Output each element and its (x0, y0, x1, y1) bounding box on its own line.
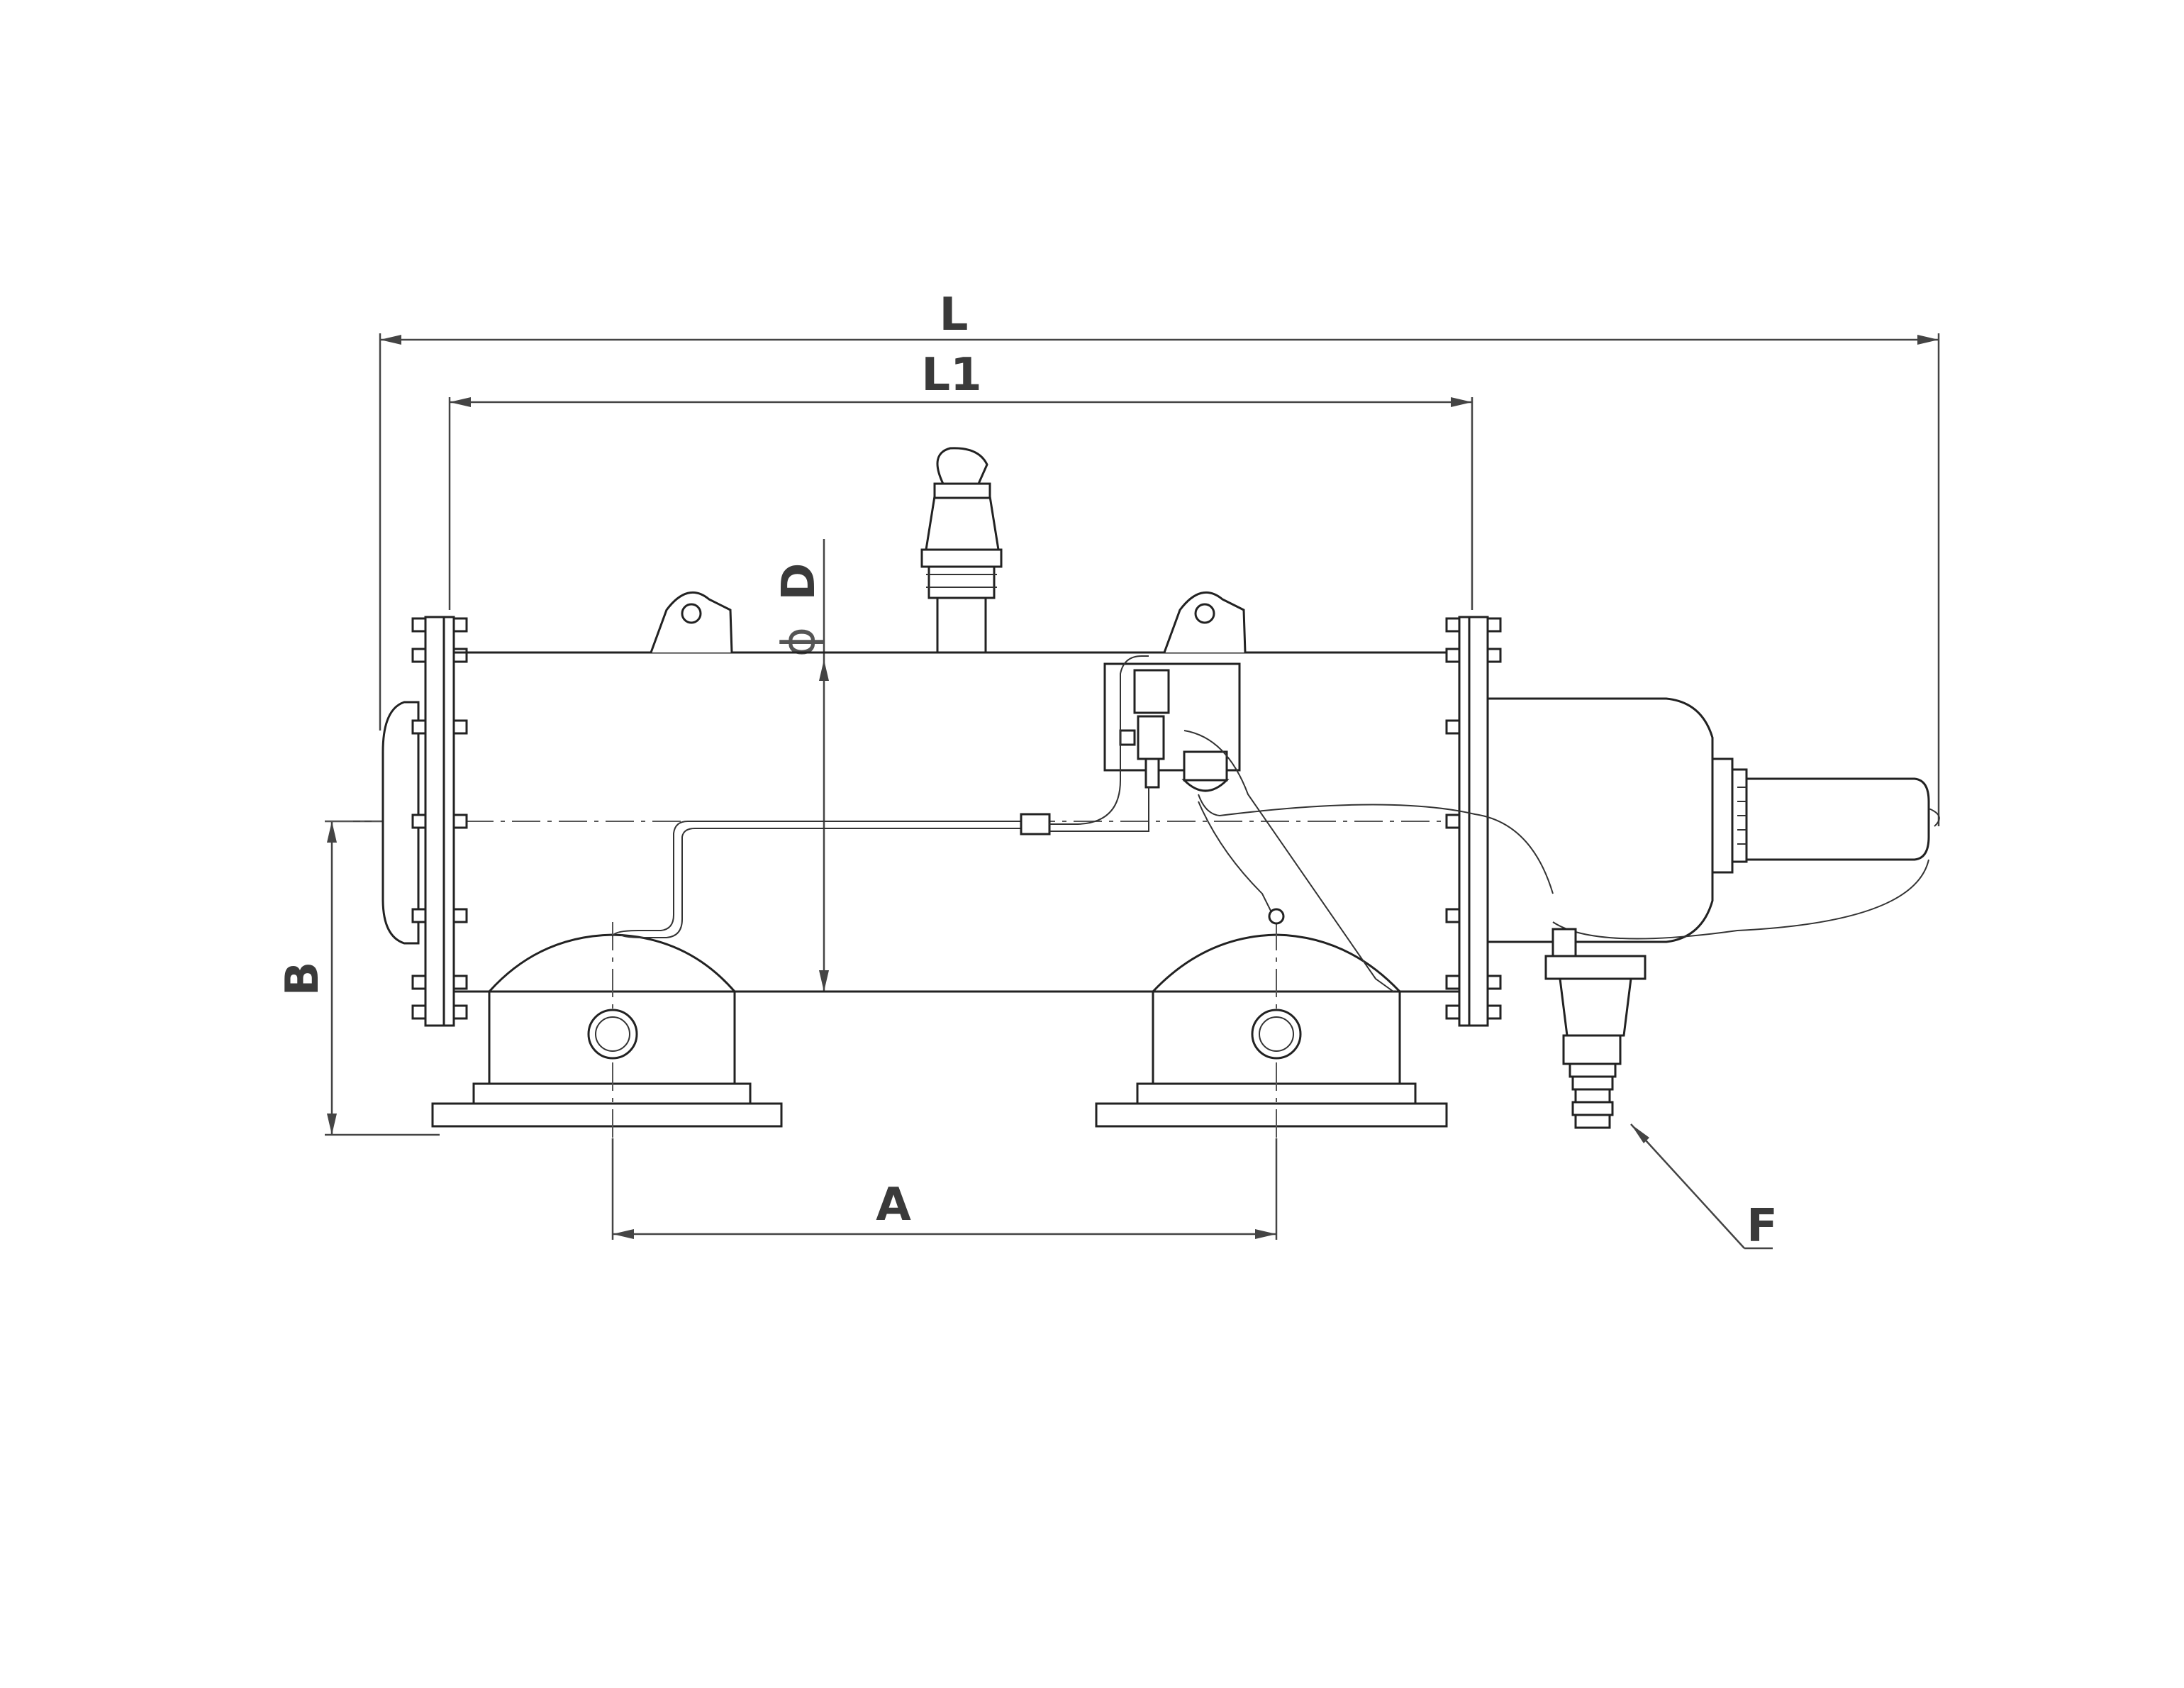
outlet-leg-right (1095, 922, 1448, 1138)
label-d: D (773, 562, 825, 600)
lifting-lug-left (650, 592, 733, 653)
label-l: L (940, 289, 969, 341)
left-end-cover (381, 701, 420, 945)
dimension-a: A (611, 1138, 1278, 1240)
flush-valve (1544, 928, 1647, 1129)
drive-motor (1711, 757, 1940, 874)
right-flange-bolts (1445, 617, 1502, 1020)
label-l1: L1 (921, 349, 981, 401)
lifting-lug-right (1163, 592, 1247, 653)
left-flange (411, 616, 468, 1027)
air-release-valve (920, 447, 1003, 654)
leader-f: F (1630, 1123, 1778, 1253)
dimension-b: B (277, 820, 440, 1136)
dimension-l1: L1 (448, 349, 1473, 610)
control-unit (1103, 662, 1241, 792)
dimension-d: D ϕ (773, 539, 829, 992)
label-b: B (277, 962, 329, 996)
dimension-l: L (379, 289, 1940, 826)
label-a: A (876, 1179, 911, 1231)
right-end-cover (1486, 697, 1714, 943)
hydraulic-tubing (612, 655, 1929, 992)
left-flange-bolts (411, 617, 468, 1020)
label-f: F (1746, 1200, 1778, 1253)
inlet-leg-left (431, 922, 783, 1138)
